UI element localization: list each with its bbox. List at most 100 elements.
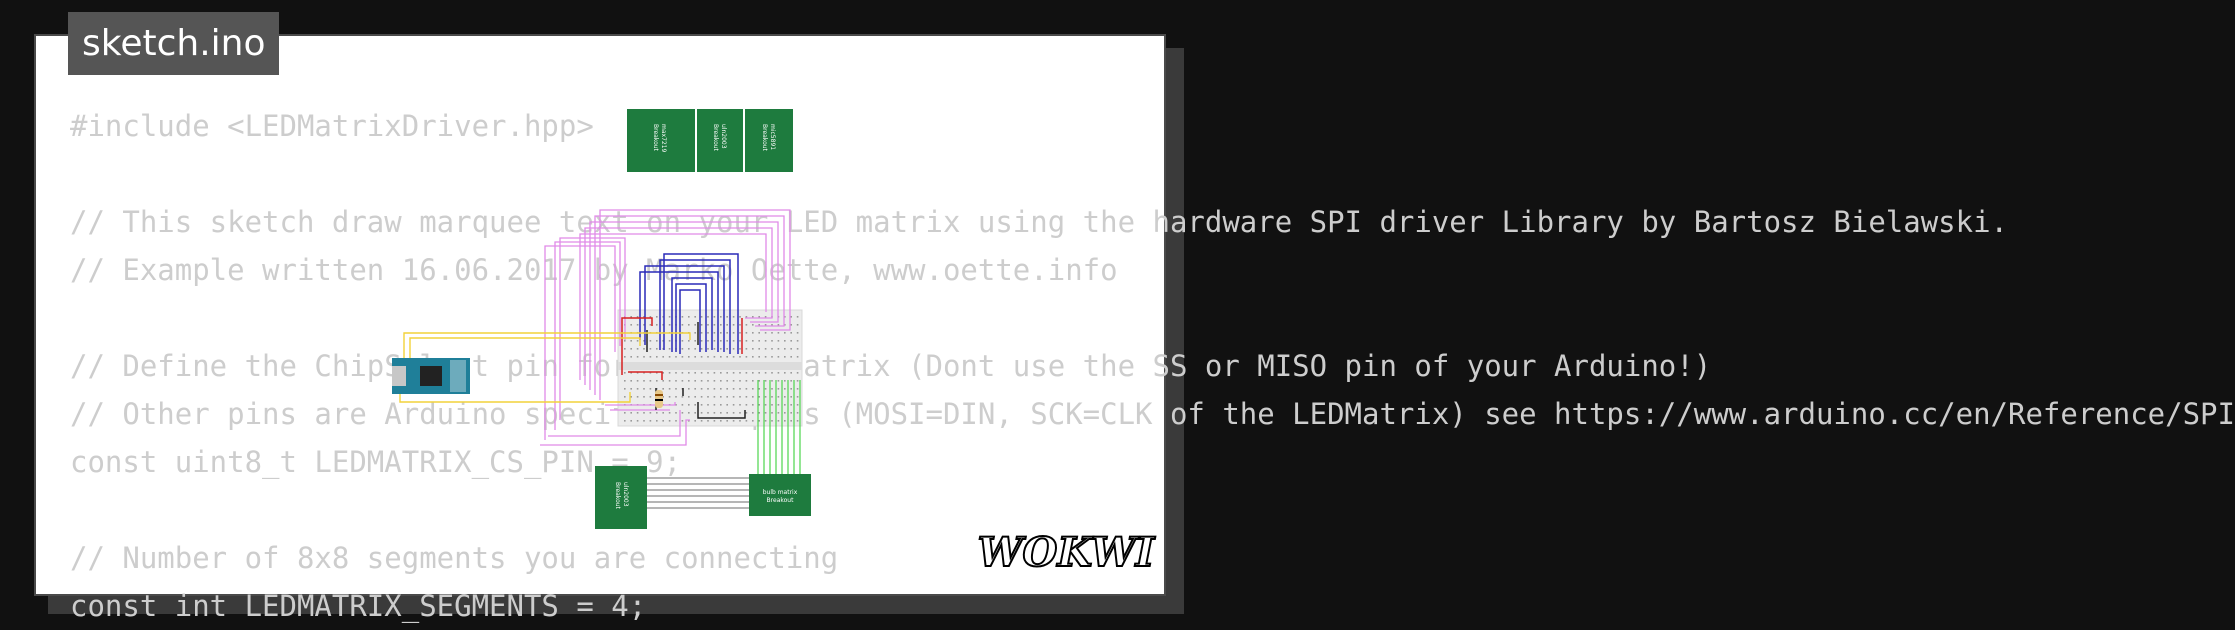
breadboard-hole — [784, 420, 786, 422]
breadboard-hole — [784, 348, 786, 350]
breadboard-holes — [624, 316, 799, 422]
breadboard-hole — [668, 356, 671, 358]
breadboard-hole — [752, 316, 754, 318]
breadboard-hole — [732, 316, 735, 318]
breadboard-hole — [758, 388, 760, 390]
breadboard-hole — [777, 404, 780, 406]
breadboard-hole — [764, 316, 767, 318]
breadboard-hole — [675, 412, 677, 414]
breadboard-hole — [681, 380, 684, 382]
breadboard-hole — [636, 388, 639, 390]
breadboard-hole — [624, 396, 626, 398]
breadboard-hole — [713, 348, 716, 350]
module-max7219-label: max7219 — [660, 124, 667, 153]
breadboard-hole — [707, 388, 709, 390]
breadboard-hole — [681, 412, 684, 414]
breadboard-hole — [739, 332, 741, 334]
breadboard-hole — [630, 324, 632, 326]
breadboard-hole — [713, 340, 716, 342]
breadboard-hole — [656, 340, 658, 342]
breadboard-hole — [758, 316, 760, 318]
green-wires — [757, 380, 801, 490]
breadboard-hole — [700, 372, 703, 374]
breadboard-hole — [668, 380, 671, 382]
breadboard-hole — [764, 332, 767, 334]
breadboard-hole — [784, 324, 786, 326]
breadboard-hole — [764, 420, 767, 422]
breadboard-hole — [752, 324, 754, 326]
breadboard-hole — [796, 372, 799, 374]
breadboard-hole — [732, 388, 735, 390]
breadboard-hole — [668, 340, 671, 342]
breadboard-hole — [713, 380, 716, 382]
module-uln2003-bottom: uln2003 Breakout — [595, 466, 647, 529]
breadboard-hole — [694, 324, 696, 326]
breadboard-hole — [643, 316, 645, 318]
breadboard-hole — [649, 348, 652, 350]
breadboard-hole — [688, 420, 690, 422]
breadboard-hole — [732, 324, 735, 326]
wokwi-logo: WOKWI — [977, 528, 1157, 577]
breadboard-hole — [752, 404, 754, 406]
breadboard-hole — [720, 332, 722, 334]
breadboard-hole — [688, 404, 690, 406]
breadboard-hole — [745, 356, 748, 358]
breadboard-hole — [758, 396, 760, 398]
breadboard-hole — [771, 348, 773, 350]
breadboard-hole — [662, 412, 664, 414]
breadboard-hole — [796, 380, 799, 382]
breadboard-hole — [745, 348, 748, 350]
breadboard-hole — [771, 356, 773, 358]
breadboard-hole — [720, 396, 722, 398]
breadboard-hole — [656, 356, 658, 358]
breadboard-hole — [624, 340, 626, 342]
breadboard-hole — [707, 412, 709, 414]
breadboard-hole — [745, 396, 748, 398]
breadboard-hole — [790, 332, 792, 334]
breadboard-hole — [636, 324, 639, 326]
breadboard-hole — [643, 340, 645, 342]
breadboard-hole — [790, 380, 792, 382]
breadboard-hole — [764, 356, 767, 358]
breadboard-hole — [796, 404, 799, 406]
breadboard-hole — [726, 324, 728, 326]
breadboard-hole — [662, 324, 664, 326]
breadboard-hole — [700, 420, 703, 422]
breadboard-hole — [764, 340, 767, 342]
breadboard-hole — [688, 380, 690, 382]
breadboard-hole — [643, 356, 645, 358]
breadboard-hole — [745, 372, 748, 374]
breadboard-hole — [784, 356, 786, 358]
breadboard-hole — [713, 332, 716, 334]
breadboard-hole — [688, 324, 690, 326]
breadboard-hole — [630, 396, 632, 398]
breadboard-hole — [739, 388, 741, 390]
breadboard-hole — [668, 420, 671, 422]
code-line: const int LEDMATRIX_SEGMENTS = 4; — [70, 589, 647, 623]
breadboard-hole — [764, 388, 767, 390]
breadboard-hole — [636, 316, 639, 318]
file-tab: sketch.ino — [68, 12, 280, 75]
breadboard-hole — [656, 380, 658, 382]
breadboard-hole — [643, 380, 645, 382]
breadboard-hole — [790, 372, 792, 374]
breadboard-hole — [752, 412, 754, 414]
breadboard-hole — [726, 372, 728, 374]
breadboard-hole — [745, 388, 748, 390]
breadboard-hole — [624, 388, 626, 390]
breadboard-hole — [630, 356, 632, 358]
breadboard-hole — [649, 420, 652, 422]
breadboard-hole — [649, 324, 652, 326]
breadboard-hole — [739, 412, 741, 414]
breadboard-hole — [771, 332, 773, 334]
breadboard-hole — [713, 388, 716, 390]
code-line: #include <LEDMatrixDriver.hpp> — [70, 109, 594, 143]
breadboard-hole — [726, 356, 728, 358]
breadboard-hole — [726, 340, 728, 342]
breadboard-hole — [700, 324, 703, 326]
breadboard-hole — [630, 380, 632, 382]
breadboard-hole — [630, 388, 632, 390]
breadboard-hole — [732, 412, 735, 414]
breadboard-hole — [732, 372, 735, 374]
breadboard-hole — [739, 372, 741, 374]
